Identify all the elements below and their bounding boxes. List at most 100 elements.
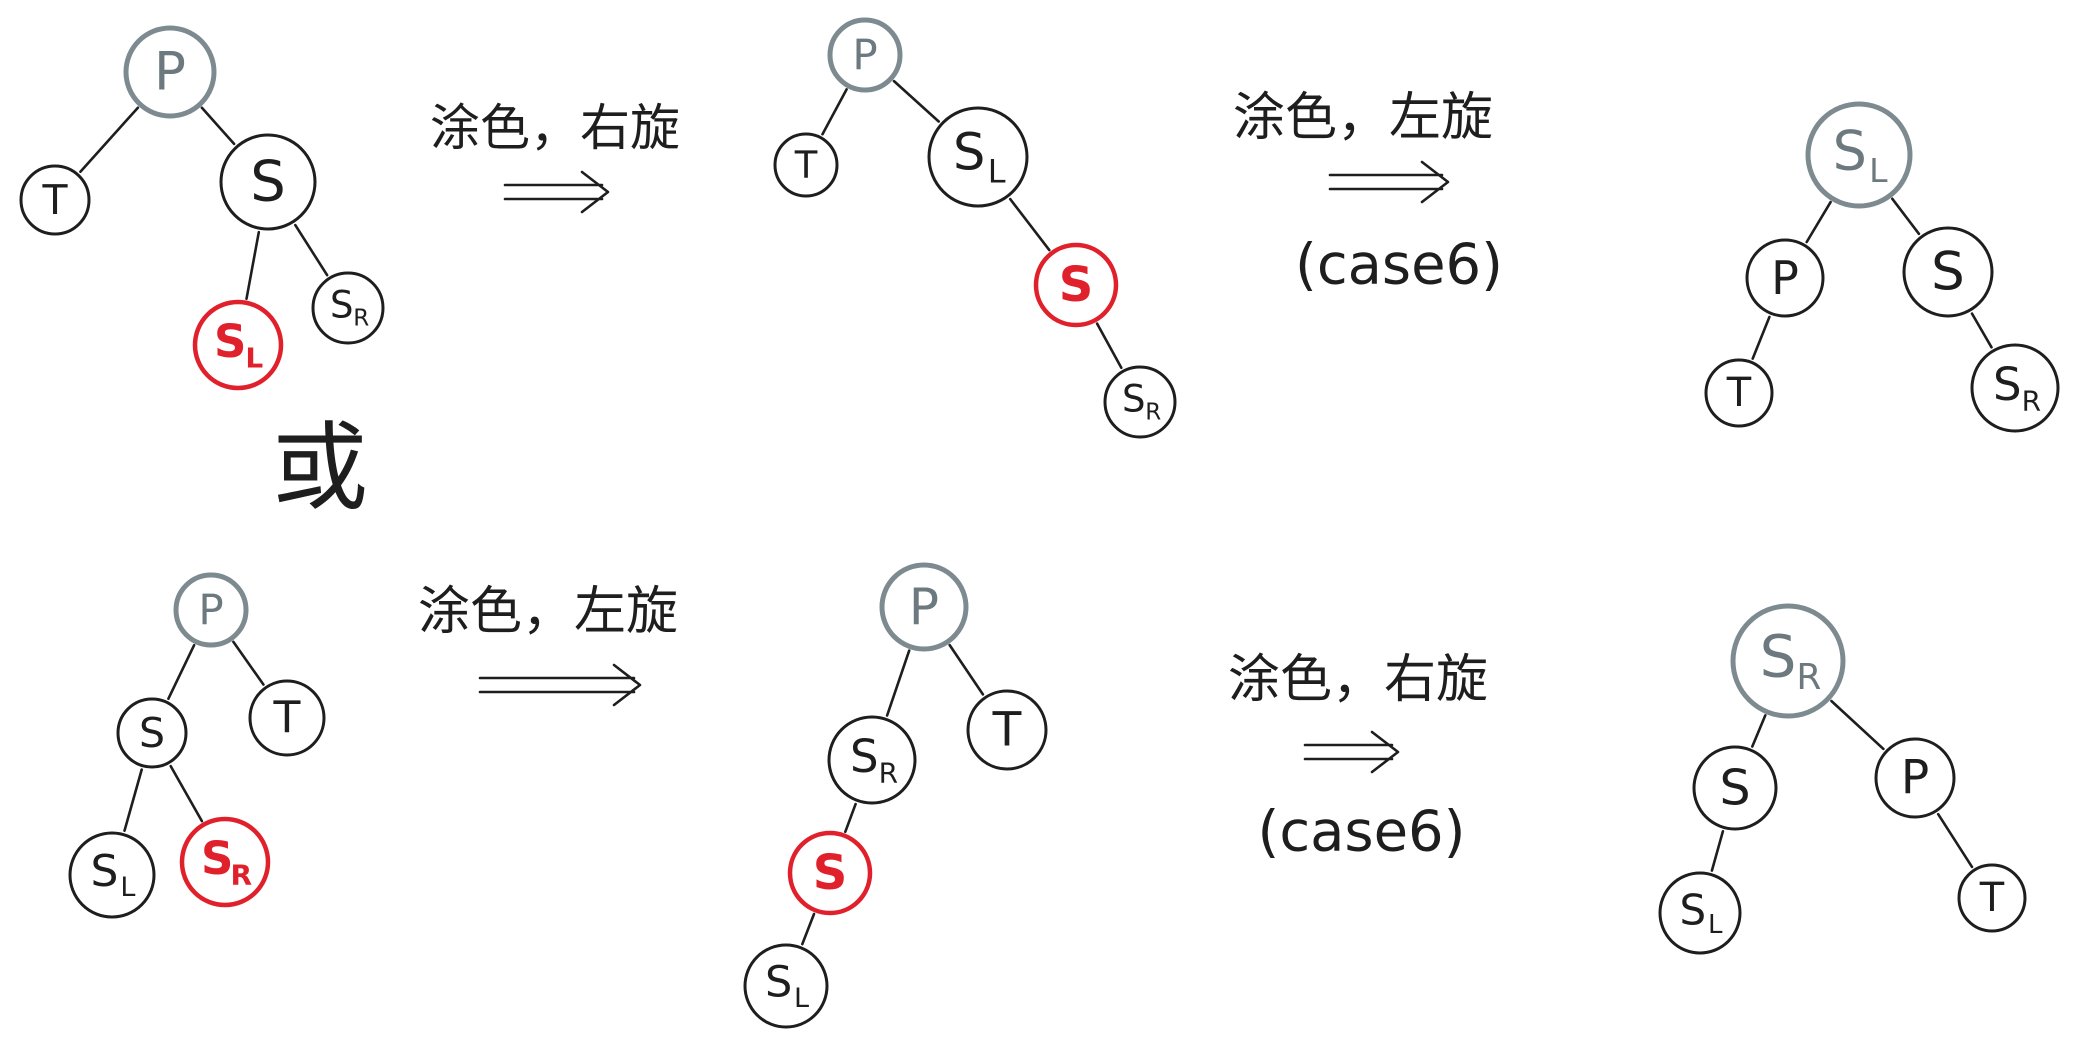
edge-bottom-middle-S-SL [800, 912, 816, 946]
node-label: P [1901, 751, 1929, 806]
node-label: S [953, 124, 985, 183]
node-subscript: R [353, 306, 369, 332]
double-arrow-icon [478, 663, 642, 707]
node-subscript: L [988, 153, 1006, 191]
edge-top-middle-P-SL [892, 79, 941, 123]
arrow-label: 涂色，右旋 [430, 99, 680, 157]
edge-bottom-final-P-T [1936, 812, 1974, 869]
node-label: S [1122, 378, 1146, 421]
node-label: P [154, 42, 186, 103]
node-bottom-middle-P: P [879, 562, 969, 652]
edge-bottom-final-S-SL [1710, 829, 1725, 872]
edge-top-initial-P-T [79, 106, 140, 173]
node-bottom-final-S: S [1692, 745, 1778, 831]
case-label: (case6) [1257, 800, 1465, 865]
edge-top-middle-SL-S [1008, 197, 1051, 252]
edge-bottom-initial-P-S [167, 643, 196, 701]
node-label: P [198, 586, 223, 635]
edge-bottom-middle-P-SR [885, 649, 911, 717]
node-top-middle-P: P [827, 17, 903, 93]
node-bottom-initial-T: T [248, 679, 326, 757]
node-top-final-T: T [1704, 358, 1774, 428]
arrow-bottom-1: 涂色，左旋 [418, 582, 678, 707]
node-label: S [1679, 885, 1706, 934]
node-label: T [1726, 370, 1752, 416]
node-label: T [41, 176, 68, 224]
node-label: S [1833, 119, 1867, 182]
edge-top-middle-P-T [821, 88, 848, 136]
node-top-initial-SL: SL [192, 299, 284, 391]
edge-top-initial-P-S [200, 106, 236, 146]
node-subscript: L [1869, 151, 1888, 190]
node-subscript: L [1708, 910, 1723, 940]
node-top-initial-T: T [19, 164, 91, 236]
node-top-middle-T: T [773, 132, 839, 198]
node-subscript: L [245, 341, 263, 374]
node-label: S [765, 958, 792, 1008]
edge-bottom-initial-S-SL [123, 768, 143, 833]
case-label: (case6) [1295, 233, 1503, 298]
node-bottom-initial-SR: SR [179, 816, 271, 908]
arrows-layer: 涂色，右旋涂色，左旋(case6)涂色，左旋涂色，右旋(case6) [418, 88, 1503, 865]
node-subscript: R [2022, 384, 2041, 417]
edge-bottom-middle-P-T [948, 643, 985, 696]
node-label: T [794, 144, 818, 187]
node-label: T [273, 693, 301, 744]
node-label: P [1771, 251, 1799, 305]
node-bottom-initial-S: S [116, 697, 188, 769]
node-top-initial-S: S [219, 133, 317, 231]
node-label: S [1719, 760, 1750, 817]
node-label: S [813, 845, 848, 901]
arrow-label: 涂色，左旋 [1233, 88, 1493, 148]
node-top-final-P: P [1745, 238, 1825, 318]
edge-top-middle-S-SR [1095, 322, 1123, 370]
node-top-final-S: S [1902, 226, 1994, 318]
edge-bottom-initial-S-SR [169, 764, 204, 823]
node-subscript: L [794, 983, 809, 1014]
node-bottom-final-T: T [1957, 863, 2027, 933]
node-bottom-final-P: P [1874, 737, 1956, 819]
node-label: S [1760, 623, 1797, 691]
arrow-top-2: 涂色，左旋 (case6) [1233, 88, 1503, 298]
node-label: P [909, 578, 939, 636]
node-top-middle-S: S [1033, 242, 1119, 328]
node-subscript: R [1145, 400, 1161, 426]
node-label: S [201, 832, 233, 885]
node-label: P [852, 31, 877, 80]
node-label: S [90, 846, 118, 897]
node-label: S [850, 730, 879, 783]
node-bottom-middle-S: S [787, 830, 873, 916]
node-label: S [1931, 242, 1965, 303]
node-label: T [992, 703, 1022, 758]
edge-bottom-middle-SR-S [843, 802, 857, 834]
node-subscript: L [120, 872, 135, 903]
double-arrow-icon [503, 170, 610, 214]
edge-top-final-P-T [1751, 315, 1771, 360]
node-label: T [1979, 875, 2005, 921]
node-top-initial-P: P [123, 25, 217, 119]
node-label: S [1993, 358, 2022, 411]
node-bottom-middle-T: T [966, 689, 1048, 771]
node-bottom-initial-P: P [173, 572, 249, 648]
edge-top-initial-S-SL [245, 230, 261, 301]
edge-top-final-SL-S [1891, 197, 1921, 236]
or-label: 或 [272, 412, 368, 524]
node-label: S [139, 709, 165, 757]
edge-bottom-final-SR-S [1751, 714, 1767, 748]
